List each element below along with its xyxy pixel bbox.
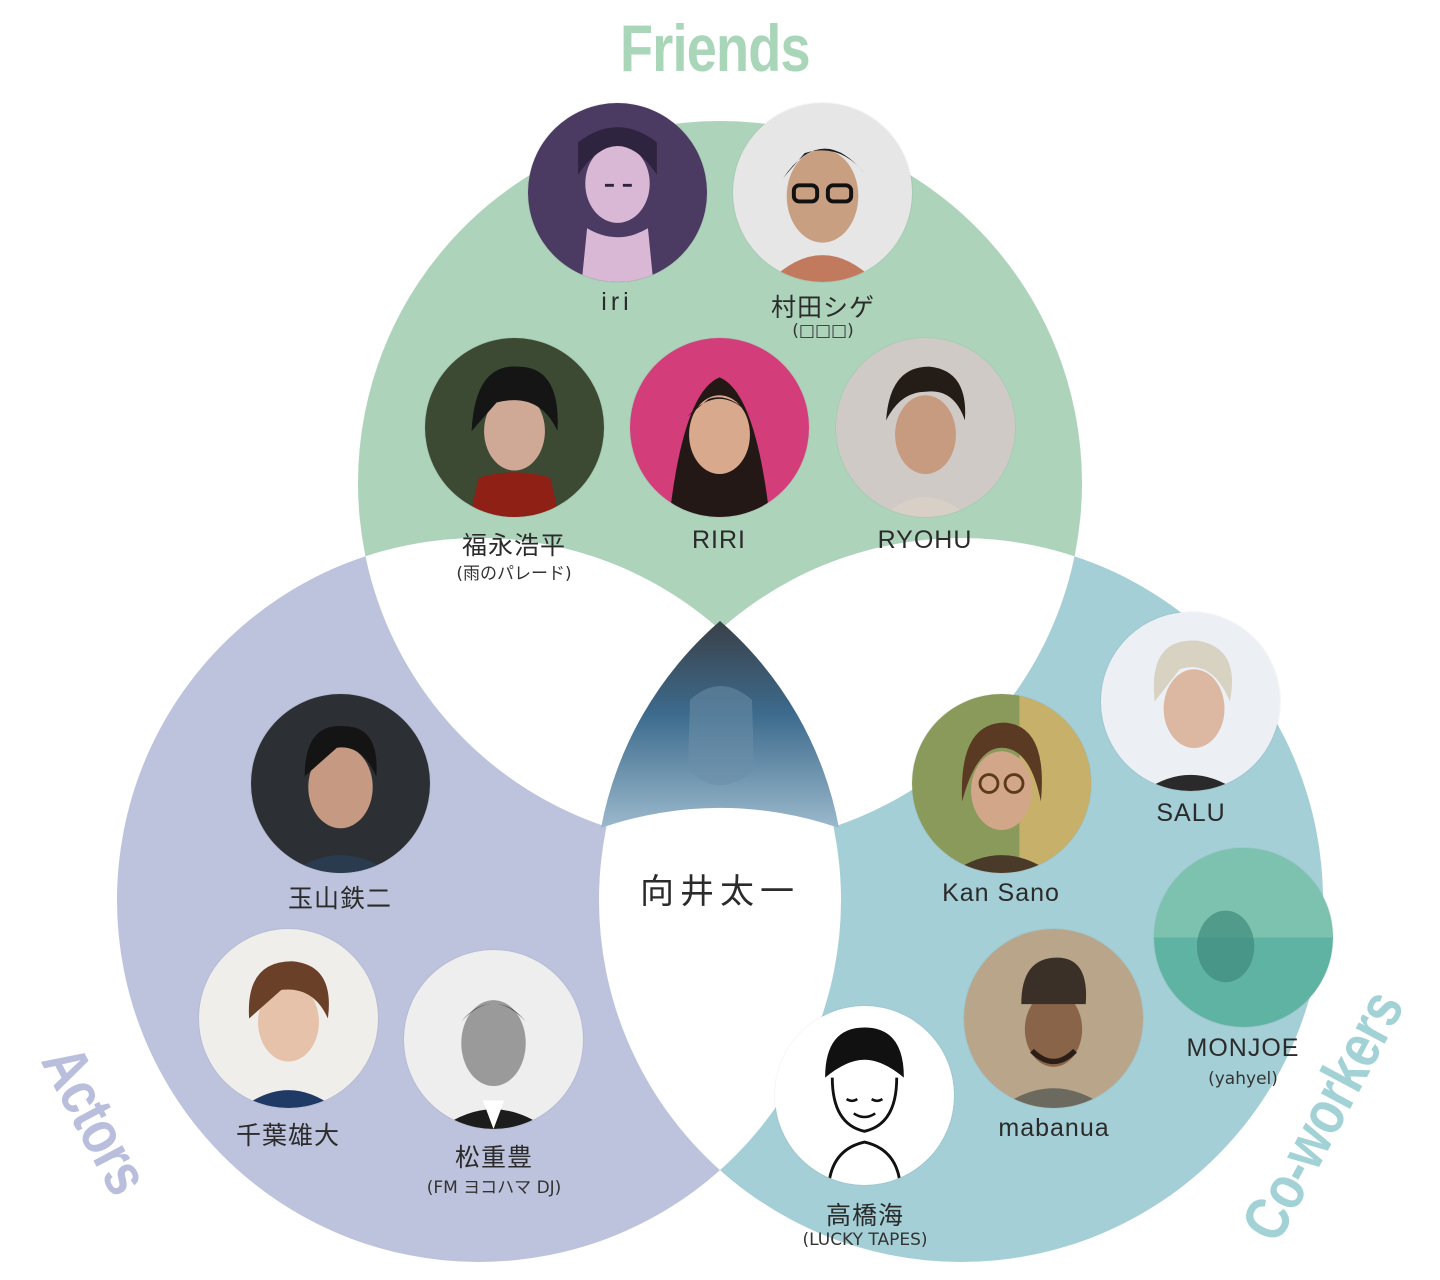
- fukunaga-name: 福永浩平: [461, 532, 567, 560]
- salu-avatar: [1101, 612, 1280, 791]
- tamayama-avatar: [251, 694, 430, 873]
- takahashi-name: 高橋海: [825, 1202, 905, 1230]
- mabanua-avatar: [964, 929, 1143, 1108]
- mabanua-name: mabanua: [998, 1114, 1110, 1142]
- friends-title: Friends: [620, 11, 811, 85]
- fukunaga-avatar: [425, 338, 604, 517]
- salu-name: SALU: [1156, 799, 1226, 827]
- takahashi-sub: (LUCKY TAPES): [802, 1230, 928, 1250]
- matsushige-sub: (FM ヨコハマ DJ): [426, 1178, 562, 1198]
- iri-name: iri: [601, 288, 633, 316]
- matsushige-name: 松重豊: [454, 1144, 534, 1172]
- murata-sub: (□□□): [792, 321, 854, 341]
- chiba-avatar: [199, 929, 378, 1108]
- takahashi-avatar: [775, 1006, 954, 1185]
- monjoe-sub: (yahyel): [1208, 1069, 1278, 1089]
- monjoe-avatar: [1154, 848, 1333, 1027]
- center-portrait-face: [688, 686, 754, 785]
- ryohu-avatar: [836, 338, 1015, 517]
- kansano-avatar: [912, 694, 1091, 873]
- iri-avatar: [528, 103, 707, 282]
- ryohu-name: RYOHU: [877, 526, 973, 554]
- kansano-name: Kan Sano: [942, 879, 1060, 907]
- center-name: 向井太一: [640, 873, 800, 911]
- fukunaga-sub: (雨のパレード): [456, 564, 572, 584]
- murata-name: 村田シゲ: [770, 294, 876, 322]
- murata-avatar: [733, 103, 912, 282]
- chiba-name: 千葉雄大: [235, 1122, 341, 1150]
- riri-name: RIRI: [692, 526, 746, 554]
- tamayama-name: 玉山鉄二: [287, 885, 393, 913]
- monjoe-name: MONJOE: [1186, 1034, 1300, 1062]
- riri-avatar: [630, 338, 809, 517]
- matsushige-avatar: [404, 950, 583, 1129]
